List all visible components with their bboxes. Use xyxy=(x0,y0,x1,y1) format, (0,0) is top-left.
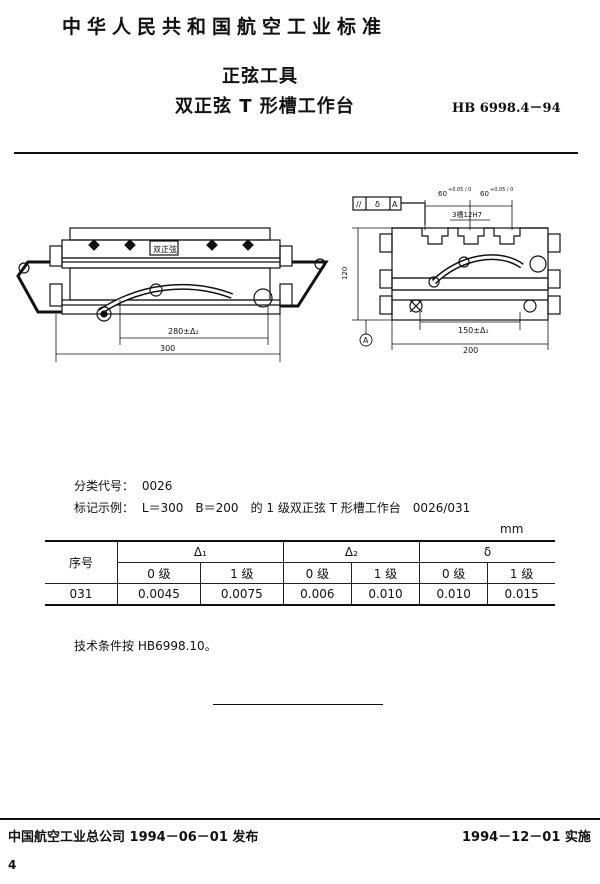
tol-symbol-parallel: // xyxy=(356,200,362,209)
side-dim-inner: 150±Δ₁ xyxy=(458,326,489,335)
document-title-line1: 正弦工具 xyxy=(222,66,298,87)
marking-example-label: 标记示例： xyxy=(74,501,135,515)
tol-symbol-delta: δ xyxy=(375,200,380,209)
grade-header: 0 级 xyxy=(419,562,489,584)
grade-header: 1 级 xyxy=(350,562,421,584)
front-dim-inner: 280±Δ₂ xyxy=(168,327,199,336)
table-cell: 0.010 xyxy=(350,583,421,606)
footer-effective: 1994－12－01 实施 xyxy=(462,830,591,845)
footer-rule xyxy=(0,818,600,820)
col-serial-header: 序号 xyxy=(45,540,118,584)
tech-note: 技术条件按 HB6998.10。 xyxy=(74,639,217,653)
side-dim-angle-left-tol: +0.05 / 0 xyxy=(448,187,471,193)
table-grade-row: 0 级 1 级 0 级 1 级 0 级 1 级 xyxy=(45,562,555,584)
front-dim-total: 300 xyxy=(160,344,175,353)
class-code-line: 分类代号： 0026 xyxy=(74,477,172,494)
unit-label: mm xyxy=(500,522,524,536)
table-cell: 0.010 xyxy=(419,583,489,606)
table-row: 031 0.0045 0.0075 0.006 0.010 0.010 0.01… xyxy=(45,583,555,606)
standard-number: HB 6998.4－94 xyxy=(452,101,561,116)
side-dim-height: 120 xyxy=(341,267,349,280)
side-datum-label: A xyxy=(363,336,369,345)
page-number: 4 xyxy=(8,858,17,872)
end-rule xyxy=(213,704,383,705)
side-dim-angle-right: 60 xyxy=(480,190,489,198)
row-serial: 031 xyxy=(45,583,118,606)
table-header-row: 序号 Δ₁ Δ₂ δ xyxy=(45,540,555,584)
col-group-delta2: Δ₂ xyxy=(282,540,421,563)
col-group-delta: δ xyxy=(419,540,555,563)
spec-table: 序号 Δ₁ Δ₂ δ 0 级 1 级 0 级 1 级 0 级 1 级 031 0… xyxy=(45,540,555,606)
document-title-line2: 双正弦 T 形槽工作台 xyxy=(175,96,355,117)
grade-header: 1 级 xyxy=(199,562,284,584)
class-code-label: 分类代号： xyxy=(74,479,135,493)
table-cell: 0.0045 xyxy=(117,583,201,606)
grade-header: 1 级 xyxy=(487,562,555,584)
side-view xyxy=(352,196,561,350)
table-cell: 0.006 xyxy=(282,583,352,606)
footer-publisher: 中国航空工业总公司 1994－06－01 发布 xyxy=(8,830,259,845)
grade-header: 0 级 xyxy=(282,562,352,584)
side-dim-total: 200 xyxy=(463,346,478,355)
technical-drawing: 双正弦 280±Δ₂ 300 xyxy=(16,187,561,362)
grade-header: 0 级 xyxy=(117,562,201,584)
svg-text:双正弦: 双正弦 xyxy=(153,244,177,254)
side-dim-angle-left: 60 xyxy=(438,190,447,198)
tol-datum-ref: A xyxy=(392,200,398,209)
front-view: 双正弦 xyxy=(16,227,329,362)
table-cell: 0.015 xyxy=(487,583,555,606)
marking-example-line: 标记示例： L＝300 B＝200 的 1 级双正弦 T 形槽工作台 0026/… xyxy=(74,499,470,516)
col-group-delta1: Δ₁ xyxy=(117,540,284,563)
header-rule xyxy=(14,152,578,154)
side-dim-slot: 3槽12H7 xyxy=(452,210,482,219)
marking-example-text: L＝300 B＝200 的 1 级双正弦 T 形槽工作台 0026/031 xyxy=(141,501,471,515)
table-cell: 0.0075 xyxy=(199,583,284,606)
standard-title: 中华人民共和国航空工业标准 xyxy=(62,16,388,38)
class-code-value: 0026 xyxy=(141,479,173,493)
side-dim-angle-right-tol: +0.05 / 0 xyxy=(490,187,513,193)
